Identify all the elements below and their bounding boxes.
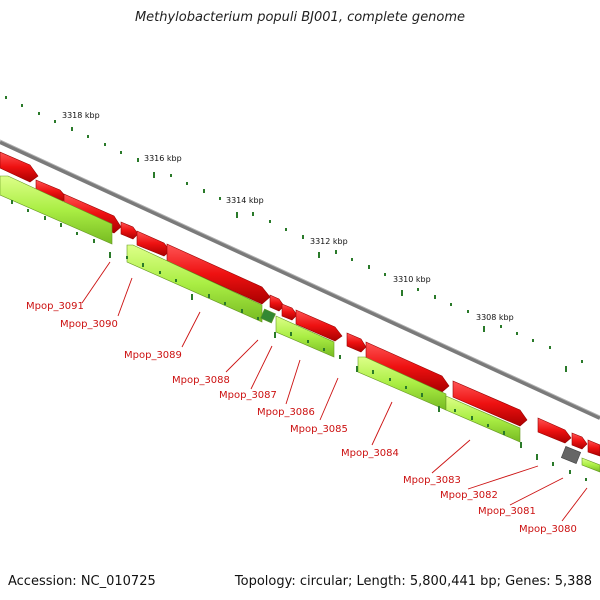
gene-label: Mpop_3082: [440, 490, 498, 501]
gene-block-dark: [260, 308, 276, 324]
gene-label: Mpop_3087: [219, 390, 277, 401]
gene-label: Mpop_3090: [60, 319, 118, 330]
gene-label: Mpop_3086: [257, 407, 315, 418]
scale-label: 3312 kbp: [310, 237, 348, 246]
gene-arrow: [0, 175, 113, 245]
gene-label: Mpop_3089: [124, 350, 182, 361]
gene-label: Mpop_3083: [403, 475, 461, 486]
gene-arrow: [166, 243, 271, 305]
genome-title: Methylobacterium populi BJ001, complete …: [134, 10, 466, 25]
gene-arrow: [275, 315, 335, 358]
gene-arrow: [346, 332, 367, 353]
outer-scale-ticks: [5, 96, 583, 372]
gene-label: Mpop_3081: [478, 506, 536, 517]
gene-arrow: [365, 341, 450, 393]
reverse-strand-genes: [0, 175, 600, 473]
gene-label: Mpop_3084: [341, 448, 399, 459]
genome-backbone: [0, 140, 600, 420]
gene-arrow: [126, 244, 263, 323]
gene-arrow: [295, 309, 343, 342]
forward-strand-genes: [0, 151, 600, 457]
leader-lines: [81, 261, 588, 522]
gene-label: Mpop_3080: [519, 524, 577, 535]
scale-label: 3310 kbp: [393, 275, 431, 284]
gene-arrow: [537, 417, 572, 444]
gene-arrow: [571, 432, 588, 450]
scale-label: 3314 kbp: [226, 196, 264, 205]
gene-label: Mpop_3091: [26, 301, 84, 312]
gene-labels: Mpop_3091 Mpop_3090 Mpop_3089 Mpop_3088 …: [26, 301, 577, 535]
gene-label: Mpop_3088: [172, 375, 230, 386]
gene-arrow: [120, 221, 139, 240]
accession-text: Accession: NC_010725: [8, 574, 156, 589]
scale-labels: 3318 kbp 3316 kbp 3314 kbp 3312 kbp 3310…: [62, 111, 514, 322]
genome-stats-text: Topology: circular; Length: 5,800,441 bp…: [234, 574, 592, 589]
scale-label: 3308 kbp: [476, 313, 514, 322]
gene-arrow: [281, 303, 298, 321]
gene-label: Mpop_3085: [290, 424, 348, 435]
gene-arrow: [269, 294, 285, 312]
genome-backbone-highlight: [0, 139, 600, 417]
gene-arrow: [587, 439, 600, 457]
scale-label: 3316 kbp: [144, 154, 182, 163]
gene-arrow: [581, 457, 600, 473]
inner-scale-ticks: [11, 200, 587, 481]
gene-arrow: [0, 151, 39, 183]
gene-block-gray: [560, 446, 582, 464]
scale-label: 3318 kbp: [62, 111, 100, 120]
gene-arrow: [452, 380, 528, 427]
